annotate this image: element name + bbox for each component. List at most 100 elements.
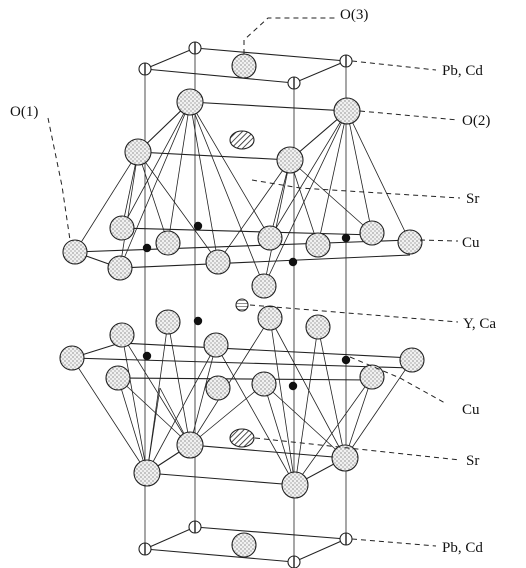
oxygen-atom	[109, 215, 135, 241]
oxygen-atom	[107, 255, 133, 281]
copper-atom	[193, 221, 203, 231]
oxygen-atom	[205, 249, 231, 275]
atom-layer	[59, 41, 425, 568]
copper-atom	[288, 257, 298, 267]
cu-o-plane-edge	[121, 227, 376, 236]
pyramid-bond	[137, 151, 219, 263]
pyramid-bond	[317, 110, 348, 246]
pyramid-bond	[119, 151, 139, 269]
pyramid-bond	[189, 344, 217, 446]
oxygen-atom	[333, 97, 361, 125]
pyramid-bond	[294, 376, 373, 486]
leader-pb-cd-bottom	[351, 538, 437, 547]
leader-cu-bottom	[349, 356, 446, 404]
oxygen-atom	[231, 532, 257, 558]
pyramid-bond	[217, 159, 291, 263]
oxygen-atom	[251, 371, 277, 397]
pyramid-bond	[189, 101, 219, 263]
pyramid-bond	[189, 317, 271, 446]
pyramid-bond	[344, 376, 373, 459]
oxygen-atom	[231, 53, 257, 79]
leader-o1	[47, 117, 71, 241]
copper-atom	[341, 355, 351, 365]
label-pb-cd-bottom: Pb, Cd	[442, 540, 483, 556]
oxygen-atom	[359, 220, 385, 246]
pyramid-bond	[189, 101, 271, 239]
pyramid-bond	[121, 334, 191, 446]
oxygen-atom	[155, 230, 181, 256]
pyramid-bond	[289, 159, 319, 246]
copper-atom	[341, 233, 351, 243]
cu-o-plane-edge	[119, 342, 413, 359]
strontium-atom	[229, 428, 255, 448]
oxygen-atom	[281, 471, 309, 499]
leader-pb-cd-top	[351, 60, 437, 71]
oxygen-atom	[276, 146, 304, 174]
oxygen-atom	[359, 364, 385, 390]
strontium-atom	[229, 130, 255, 150]
pb-cd-atom	[188, 41, 202, 55]
oxygen-atom	[59, 345, 85, 371]
pyramid-bond	[117, 377, 148, 474]
leader-o2	[359, 110, 459, 121]
pyramid-bond	[167, 101, 191, 244]
oxygen-atom	[305, 314, 331, 340]
pyramid-bond	[294, 326, 319, 486]
label-sr-bottom: Sr	[466, 453, 479, 469]
pyramid-bond	[117, 377, 191, 446]
pyramid-bond	[344, 359, 413, 459]
oxygen-atom	[176, 431, 204, 459]
label-y-ca: Y, Ca	[463, 316, 496, 332]
pyramid-bond	[167, 321, 191, 446]
oxygen-atom	[124, 138, 152, 166]
pb-cd-atom	[339, 54, 353, 68]
copper-atom	[142, 243, 152, 253]
bond-network	[71, 47, 413, 563]
oxygen-atom	[205, 375, 231, 401]
copper-atom	[193, 316, 203, 326]
pyramid-bond	[317, 326, 346, 459]
pyramid-bond	[121, 101, 191, 229]
oxygen-atom	[399, 347, 425, 373]
pb-cd-atom	[138, 62, 152, 76]
label-o3: O(3)	[340, 7, 368, 23]
cu-o-plane-edge	[123, 377, 371, 381]
oxygen-atom	[305, 232, 331, 258]
pb-cd-atom	[188, 520, 202, 534]
oxygen-atom	[62, 239, 88, 265]
leader-sr-top	[251, 179, 461, 199]
pyramid-bond	[269, 110, 348, 239]
pb-cd-atom	[287, 76, 301, 90]
pyramid-bond	[146, 344, 217, 474]
pyramid-bond	[289, 159, 373, 234]
pyramid-bond	[263, 383, 346, 459]
copper-atom	[288, 381, 298, 391]
leader-y-ca	[249, 304, 459, 323]
label-leaders	[47, 17, 461, 547]
pyramid-bond	[346, 110, 373, 234]
oxygen-atom	[155, 309, 181, 335]
cu-o-plane-edge	[74, 239, 411, 253]
copper-atom	[142, 351, 152, 361]
label-pb-cd-top: Pb, Cd	[442, 63, 483, 79]
pyramid-bond	[263, 383, 296, 486]
oxygen-atom	[176, 88, 204, 116]
pyramid-bond	[215, 344, 296, 486]
oxygen-atom	[133, 459, 161, 487]
leader-cu-top	[419, 239, 459, 242]
pb-cd-atom	[138, 542, 152, 556]
pyramid-bond	[263, 159, 291, 287]
pyramid-bond	[189, 383, 265, 446]
pyramid-bond	[121, 334, 148, 474]
leader-o3	[243, 17, 338, 54]
pyramid-bond	[346, 110, 411, 243]
oxygen-atom	[397, 229, 423, 255]
pyramid-bond	[74, 151, 139, 253]
label-o1: O(1)	[10, 104, 38, 120]
pyramid-bond	[263, 110, 348, 287]
yttrium-calcium-atom	[235, 298, 249, 312]
label-cu-bottom: Cu	[462, 402, 480, 418]
oxygen-atom	[105, 365, 131, 391]
